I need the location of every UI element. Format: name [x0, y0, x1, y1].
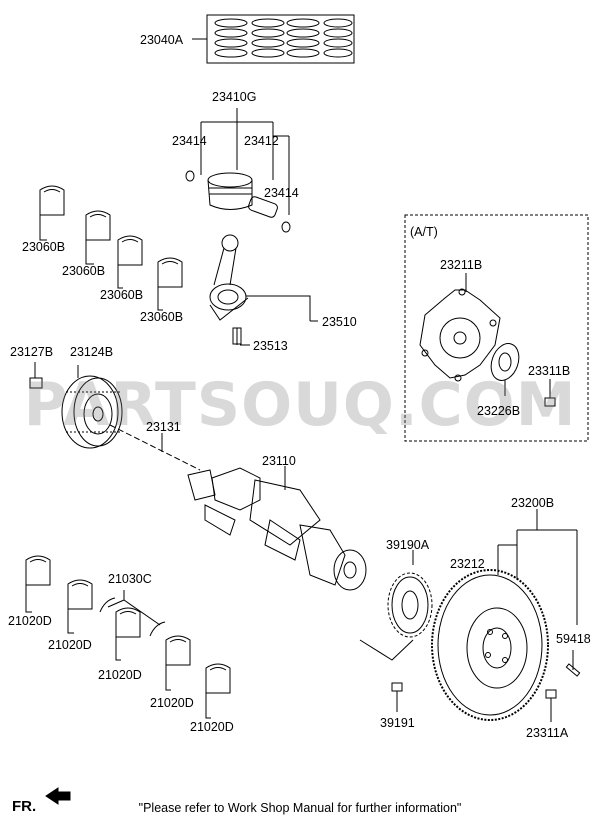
- connecting-rod[interactable]: [209, 234, 249, 345]
- label-23513[interactable]: 23513: [253, 339, 288, 353]
- at-label: (A/T): [410, 225, 438, 239]
- label-21030C[interactable]: 21030C: [108, 572, 152, 586]
- label-23510[interactable]: 23510: [322, 315, 357, 329]
- bolt-23311A[interactable]: [545, 689, 557, 722]
- label-23200B[interactable]: 23200B: [511, 496, 555, 510]
- label-23110[interactable]: 23110: [262, 454, 296, 468]
- flywheel[interactable]: [431, 569, 549, 721]
- crankshaft[interactable]: [187, 467, 367, 591]
- label-21020D-3[interactable]: 21020D: [98, 668, 142, 682]
- pulley-bolt[interactable]: [29, 362, 43, 389]
- label-21020D-4[interactable]: 21020D: [150, 696, 194, 710]
- label-39190A[interactable]: 39190A: [386, 538, 430, 552]
- label-23410G[interactable]: 23410G: [212, 90, 257, 104]
- piston[interactable]: [185, 170, 291, 233]
- label-23060B-3[interactable]: 23060B: [100, 288, 144, 302]
- label-23212[interactable]: 23212: [450, 557, 485, 571]
- adapter-plate[interactable]: [486, 340, 523, 385]
- footer-note: "Please refer to Work Shop Manual for fu…: [138, 801, 462, 815]
- label-21020D-2[interactable]: 21020D: [48, 638, 92, 652]
- crankshaft-pulley[interactable]: [61, 375, 123, 449]
- label-23060B-4[interactable]: 23060B: [140, 310, 184, 324]
- at-box: [404, 214, 589, 442]
- bearing-group-lower[interactable]: [25, 555, 231, 719]
- label-23226B[interactable]: 23226B: [477, 404, 521, 418]
- label-23414-top[interactable]: 23414: [172, 134, 207, 148]
- label-39191[interactable]: 39191: [380, 716, 415, 730]
- label-21020D-1[interactable]: 21020D: [8, 614, 52, 628]
- label-23060B-2[interactable]: 23060B: [62, 264, 106, 278]
- bearing-group-upper[interactable]: [39, 185, 183, 311]
- signal-plate[interactable]: [387, 572, 433, 638]
- piston-ring-set[interactable]: [192, 14, 355, 64]
- fr-arrow-icon: [45, 787, 71, 805]
- label-23127B[interactable]: 23127B: [10, 345, 54, 359]
- fr-label: FR.: [12, 798, 37, 815]
- label-23311B[interactable]: 23311B: [528, 364, 571, 378]
- drive-plate[interactable]: [419, 288, 501, 382]
- label-21020D-5[interactable]: 21020D: [190, 720, 234, 734]
- bolt-39191[interactable]: [391, 682, 403, 712]
- label-23131[interactable]: 23131: [146, 420, 181, 434]
- label-23040A[interactable]: 23040A: [140, 33, 184, 47]
- label-23311A[interactable]: 23311A: [526, 726, 569, 740]
- label-23412[interactable]: 23412: [244, 134, 279, 148]
- label-23414-right[interactable]: 23414: [264, 186, 299, 200]
- label-23124B[interactable]: 23124B: [70, 345, 114, 359]
- label-59418[interactable]: 59418: [556, 632, 591, 646]
- watermark: PARTSOUQ.COM: [23, 370, 577, 440]
- label-23060B-1[interactable]: 23060B: [22, 240, 66, 254]
- label-23211B[interactable]: 23211B: [440, 258, 483, 272]
- bolt-23311B[interactable]: [544, 379, 556, 407]
